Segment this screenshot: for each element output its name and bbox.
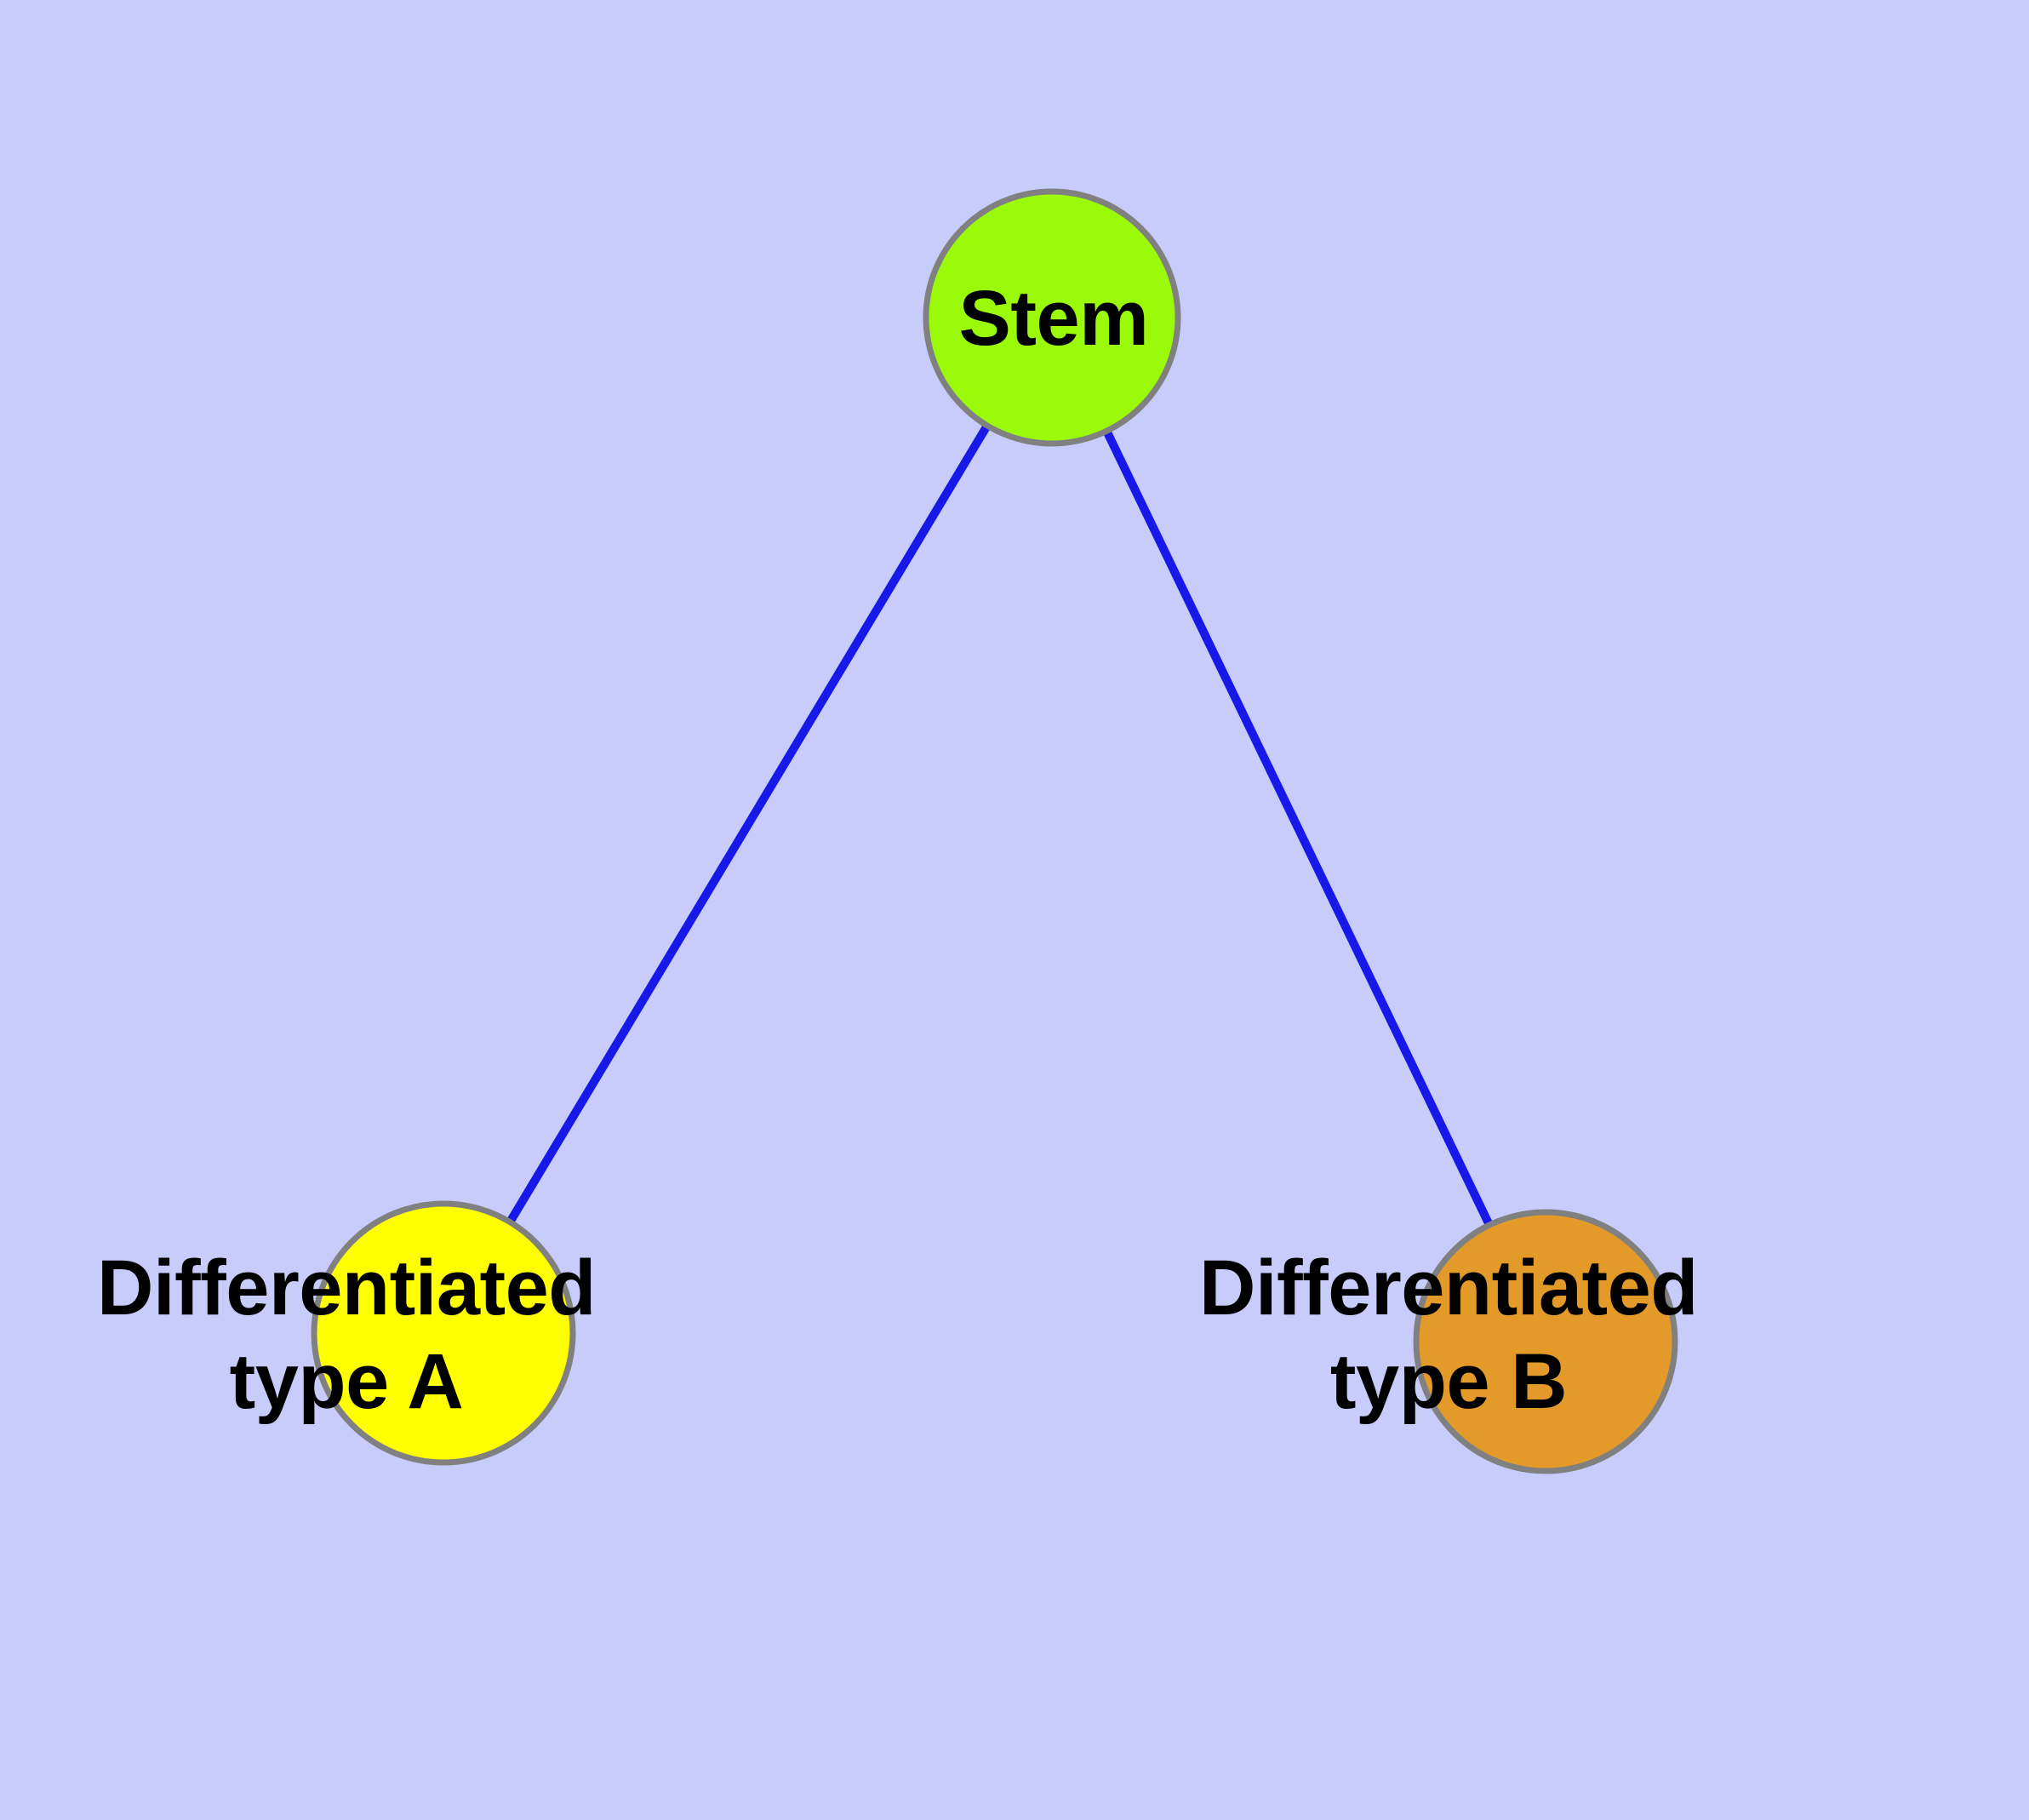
node-circle-stem[interactable] (923, 188, 1181, 447)
node-circle-differentiated-type-a[interactable] (311, 1200, 576, 1466)
edge-stem-to-differentiated-type-a[interactable] (439, 315, 1056, 1336)
node-circle-differentiated-type-b[interactable] (1413, 1209, 1678, 1474)
node-layer (311, 188, 1678, 1474)
edge-stem-to-differentiated-type-b[interactable] (1048, 315, 1550, 1344)
edge-layer (439, 315, 1550, 1344)
